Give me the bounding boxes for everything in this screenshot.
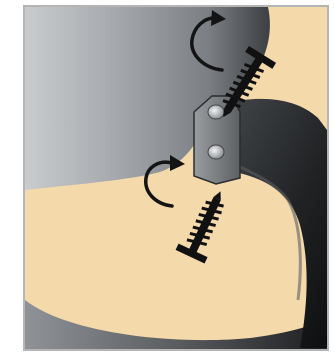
diagram-canvas <box>0 0 334 353</box>
duct-clamp-illustration <box>0 0 334 353</box>
